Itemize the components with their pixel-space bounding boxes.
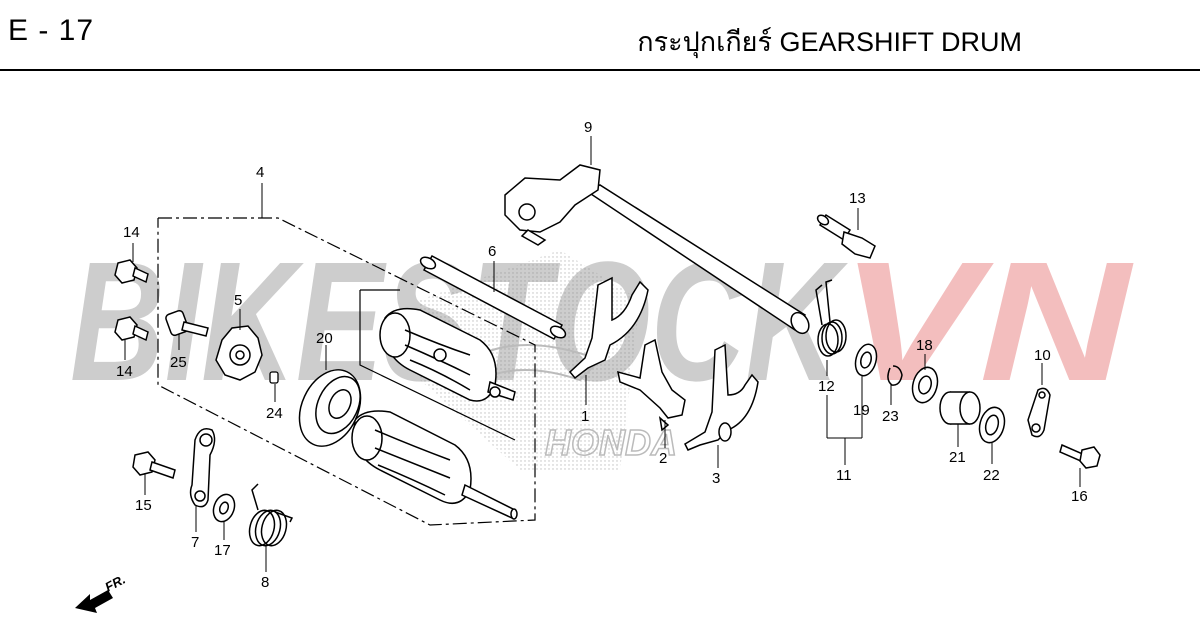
header-divider [0, 69, 1200, 71]
callout-labels: 9 4 13 14 6 5 20 10 18 25 14 12 24 19 1 … [116, 119, 1088, 591]
callout-16: 16 [1071, 488, 1088, 505]
callout-5: 5 [234, 292, 242, 309]
part-shift-drum-lower [351, 410, 518, 520]
part-stopper-arm [189, 428, 216, 508]
page-code: E - 17 [8, 14, 95, 47]
svg-text:HONDA: HONDA [545, 422, 677, 463]
callout-6: 6 [488, 243, 496, 260]
front-arrow-icon [75, 590, 113, 613]
watermark-accent-text: VN [840, 227, 1134, 417]
part-bolt-14b [114, 316, 149, 342]
callout-11: 11 [836, 467, 852, 484]
callout-17: 17 [214, 542, 231, 559]
part-circlip-23 [887, 365, 903, 386]
callout-12: 12 [818, 378, 835, 395]
callout-3: 3 [712, 470, 720, 487]
part-bolt-14a [114, 259, 149, 284]
callout-7: 7 [191, 534, 199, 551]
callout-4: 4 [256, 164, 264, 181]
part-dowel-pin [269, 371, 279, 384]
part-pin-13 [816, 213, 876, 259]
part-bolt-25 [165, 309, 209, 337]
callout-9: 9 [584, 119, 592, 136]
page-title: กระปุกเกียร์ GEARSHIFT DRUM [637, 27, 1022, 57]
callout-25: 25 [170, 354, 187, 371]
callout-8: 8 [261, 574, 269, 591]
part-shift-fork-1 [568, 276, 649, 380]
callout-10: 10 [1034, 347, 1051, 364]
part-shift-fork-3 [684, 343, 759, 451]
part-shift-drum-upper [379, 307, 516, 402]
callout-19: 19 [853, 402, 870, 419]
callout-18: 18 [916, 337, 933, 354]
background-shading: HONDA [420, 250, 678, 470]
part-spring-12 [815, 279, 847, 357]
page-header: E - 17 กระปุกเกียร์ GEARSHIFT DRUM [0, 0, 1200, 71]
callout-14-lower: 14 [116, 363, 133, 380]
part-shift-fork-shaft [419, 254, 567, 341]
callout-24: 24 [266, 405, 283, 422]
assembly-4-outline [157, 217, 536, 526]
part-needle-bearing-21 [939, 391, 981, 425]
leader-lines [124, 136, 1081, 572]
part-gearshift-spindle [504, 164, 810, 335]
callout-14-upper: 14 [123, 224, 140, 241]
callout-15: 15 [135, 497, 152, 514]
callout-13: 13 [849, 190, 866, 207]
part-stopper-plate-10 [1027, 387, 1051, 438]
part-bearing-20 [298, 369, 362, 447]
part-washer-19 [854, 343, 878, 377]
callout-23: 23 [882, 408, 899, 425]
callout-21: 21 [949, 449, 966, 466]
callout-2: 2 [659, 450, 667, 467]
front-direction-indicator: FR. [75, 572, 128, 613]
part-bolt-15 [132, 451, 176, 479]
part-return-spring-8 [248, 483, 294, 547]
callout-20: 20 [316, 330, 333, 347]
callout-1: 1 [581, 408, 589, 425]
part-bolt-16 [1059, 443, 1101, 469]
part-washer-17 [212, 493, 236, 523]
part-washer-18 [911, 366, 939, 404]
part-drum-center [215, 325, 263, 381]
callout-22: 22 [983, 467, 1000, 484]
part-oil-seal-22 [978, 406, 1006, 444]
